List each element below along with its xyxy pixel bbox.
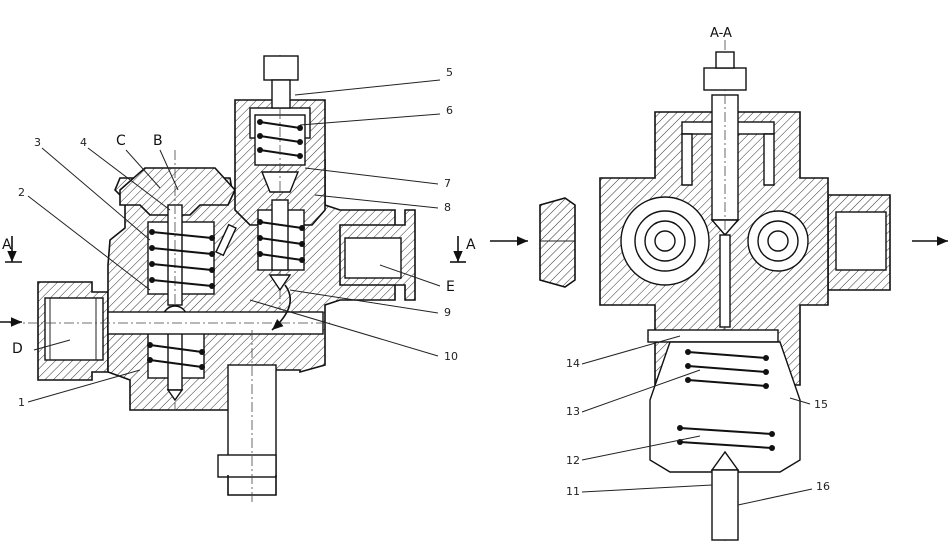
leader-5 xyxy=(294,79,441,96)
leader-9 xyxy=(289,289,439,314)
callout-8: 8 xyxy=(444,201,451,214)
callout-3: 3 xyxy=(34,136,41,149)
leader-4 xyxy=(87,147,171,211)
aa-bottom-bolt xyxy=(711,469,739,541)
callout-1: 1 xyxy=(18,396,25,409)
leader-16 xyxy=(737,488,813,506)
leader-1 xyxy=(27,369,141,403)
callout-10: 10 xyxy=(444,350,458,363)
leader-3 xyxy=(41,147,151,241)
label-E: E xyxy=(446,279,455,295)
aa-left-fitting xyxy=(539,197,576,288)
aa-right-port xyxy=(747,210,809,272)
aa-diaphragm xyxy=(647,329,779,343)
leader-10 xyxy=(249,299,439,357)
leader-12 xyxy=(581,435,701,461)
callout-6: 6 xyxy=(446,104,453,117)
callout-2: 2 xyxy=(18,186,25,199)
callout-7: 7 xyxy=(444,177,451,190)
aa-spring-upper xyxy=(687,351,767,387)
section-aa-view xyxy=(490,40,948,543)
leader-7 xyxy=(304,167,439,185)
leader-15 xyxy=(789,397,811,405)
aa-top-nut xyxy=(703,67,747,91)
leader-6 xyxy=(299,113,441,126)
label-B: B xyxy=(153,133,163,149)
callout-13: 13 xyxy=(566,405,580,418)
leader-B xyxy=(159,149,179,191)
leader-2 xyxy=(27,195,151,291)
callout-12: 12 xyxy=(566,454,580,467)
label-A-left: A xyxy=(2,237,12,253)
top-bolt-head xyxy=(263,55,299,81)
callout-9: 9 xyxy=(444,306,451,319)
left-spring xyxy=(151,231,213,287)
callout-16: 16 xyxy=(816,480,830,493)
outlet-bore xyxy=(344,237,402,279)
leader-C xyxy=(125,149,161,189)
callout-15: 15 xyxy=(814,398,828,411)
top-cap xyxy=(119,167,236,216)
leader-14 xyxy=(581,335,681,365)
leader-D xyxy=(33,339,71,351)
callout-14: 14 xyxy=(566,357,580,370)
callout-4: 4 xyxy=(80,136,87,149)
aa-left-port xyxy=(620,196,710,286)
section-title: A-A xyxy=(710,26,732,41)
main-section-view xyxy=(0,55,466,505)
callout-11: 11 xyxy=(566,485,580,498)
label-D: D xyxy=(12,341,23,357)
label-C: C xyxy=(116,133,126,149)
leader-8 xyxy=(314,194,439,209)
leader-11 xyxy=(581,484,713,493)
callout-5: 5 xyxy=(446,66,453,79)
leader-13 xyxy=(581,369,701,413)
label-A-right: A xyxy=(466,237,476,253)
leader-E xyxy=(379,264,441,287)
inlet-bore xyxy=(44,297,104,361)
aa-spring-lower xyxy=(679,427,773,449)
